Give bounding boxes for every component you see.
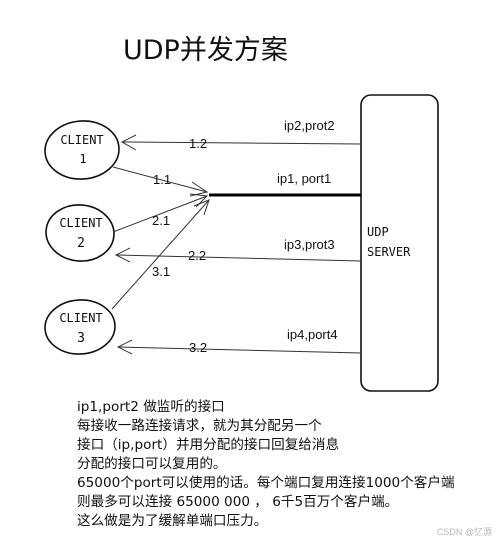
line-1-2 — [121, 141, 362, 145]
client-3-ellipse — [44, 299, 116, 355]
client-1: CLIENT 1 — [44, 120, 120, 180]
server-label-line1: UDP — [367, 225, 389, 239]
client-3: CLIENT 3 — [44, 299, 116, 355]
client-1-name: CLIENT — [60, 133, 103, 147]
client-2-ellipse — [45, 204, 115, 262]
client-3-number: 3 — [77, 331, 85, 346]
client-2-number: 2 — [77, 236, 85, 251]
client-2: CLIENT 2 — [45, 204, 115, 262]
flow-label-3-2: 3.2 — [189, 340, 207, 355]
description-line-1: ip1,port2 做监听的接口 — [77, 399, 225, 415]
client-3-name: CLIENT — [59, 311, 102, 325]
client-1-ellipse — [44, 120, 120, 180]
endpoint-ip3-prot3: ip3,prot3 — [284, 237, 335, 252]
watermark: CSDN @忆源 — [436, 527, 492, 537]
endpoint-ip4-port4: ip4,port4 — [287, 327, 338, 342]
description-line-2: 每接收一路连接请求，就为其分配另一个 — [77, 418, 322, 434]
description-line-3: 接口（ip,port）并用分配的接口回复给消息 — [77, 437, 340, 453]
diagram-title: UDP并发方案 — [123, 35, 288, 66]
endpoint-ip2-prot2: ip2,prot2 — [284, 118, 335, 133]
flow-label-2-1: 2.1 — [152, 213, 170, 228]
server-label-line2: SERVER — [367, 245, 411, 259]
arrowhead-3-1 — [193, 199, 210, 216]
udp-server: UDP SERVER — [360, 94, 439, 392]
flow-label-2-2: 2.2 — [188, 248, 206, 263]
client-1-number: 1 — [79, 152, 86, 166]
line-1-1 — [112, 166, 208, 193]
arrowhead-1-2 — [120, 134, 137, 151]
endpoint-ip1-port1: ip1, port1 — [277, 171, 331, 186]
description-line-6: 则最多可以连接 65000 000 ， 6千5百万个客户端。 — [77, 494, 399, 510]
description-line-4: 分配的接口可以复用的。 — [77, 456, 227, 472]
flow-label-1-1: 1.1 — [153, 172, 171, 187]
flow-label-3-1: 3.1 — [152, 264, 170, 279]
arrowhead-2-2 — [114, 247, 131, 263]
udp-server-box — [360, 94, 439, 392]
line-2-1 — [112, 195, 208, 233]
flow-label-1-2: 1.2 — [189, 136, 207, 151]
description-line-7: 这么做是为了缓解单端口压力。 — [77, 513, 268, 529]
line-3-1 — [111, 199, 210, 310]
line-2-2 — [115, 254, 362, 262]
arrowhead-3-2 — [116, 339, 133, 355]
line-3-2 — [117, 346, 362, 354]
client-2-name: CLIENT — [59, 216, 102, 230]
description-block: ip1,port2 做监听的接口 每接收一路连接请求，就为其分配另一个 接口（i… — [77, 398, 497, 531]
description-line-5: 65000个port可以使用的话。每个端口复用连接1000个客户端 — [77, 475, 455, 491]
